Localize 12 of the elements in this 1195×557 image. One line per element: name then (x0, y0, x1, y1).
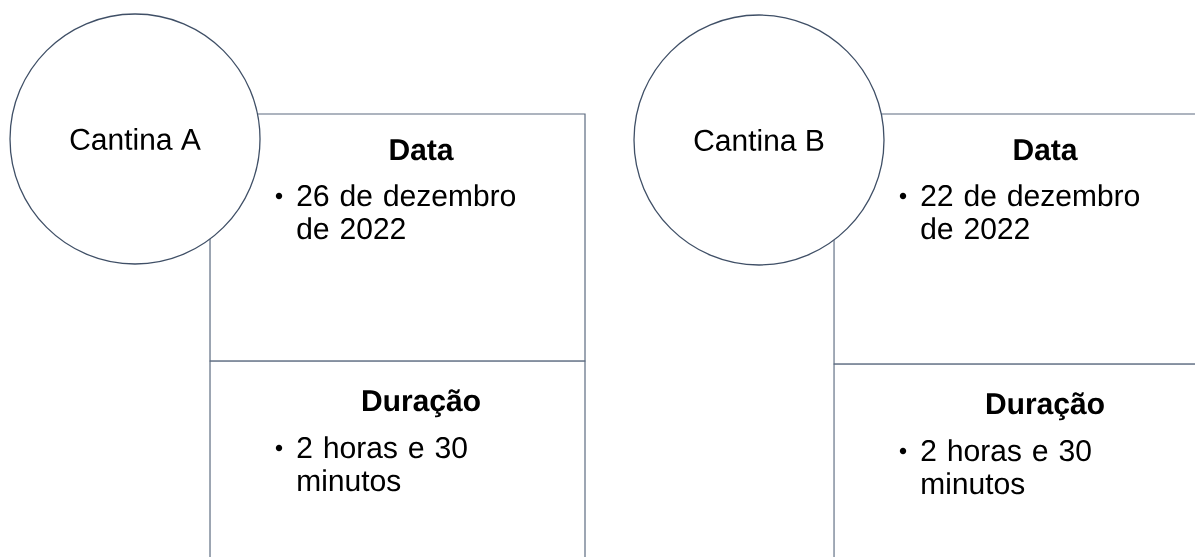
info-box (833, 363, 1195, 557)
info-box (209, 360, 586, 557)
circle-node: Cantina B (633, 14, 885, 266)
bullet-text: 26 de dezembro de 2022 (297, 184, 516, 240)
bullet-text: 22 de dezembro de 2022 (921, 184, 1140, 240)
box-heading: Data (390, 139, 454, 161)
bullet-text: 2 horas e 30 minutos (921, 439, 1091, 495)
box-heading: Duração (987, 392, 1104, 421)
bullet-text: 2 horas e 30 minutos (297, 436, 467, 492)
box-heading: Duração (363, 389, 480, 418)
circle-node: Cantina A (9, 13, 261, 265)
box-heading: Data (1014, 139, 1078, 161)
